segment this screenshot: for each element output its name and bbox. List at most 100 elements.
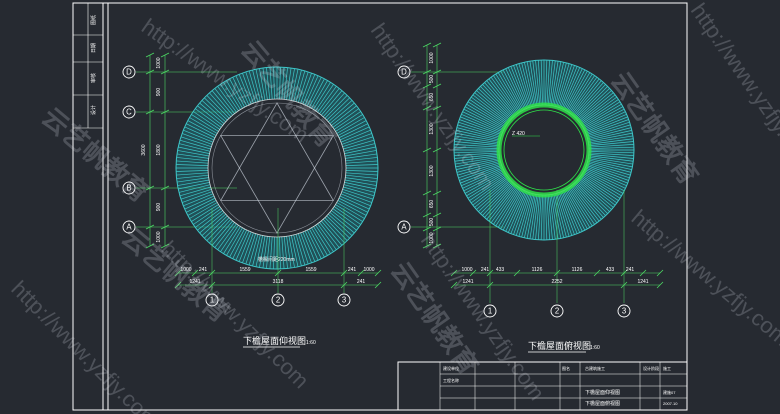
left-dim-row2-value: 241 [357, 279, 366, 285]
right-dim-value: 1000 [429, 232, 435, 243]
right-dim-tick [432, 105, 442, 111]
left-grid-col-3-label: 3 [342, 296, 346, 305]
title-block-date: 2007.10 [663, 401, 678, 406]
right-dim-tick [422, 69, 432, 75]
right-grid-col-2-circle [550, 304, 564, 318]
right-dim-row1-value: 1126 [572, 267, 583, 273]
right-dim-tick [432, 190, 442, 196]
right-dim-tick [656, 281, 664, 289]
right-dim-tick [553, 269, 561, 277]
left-grid-row-B-label: B [126, 184, 131, 193]
right-dim-value: 650 [429, 200, 435, 209]
right-dim-tick [432, 69, 442, 75]
left-view-title: 下檐屋面仰视图 [243, 335, 306, 346]
left-grid-col-1-circle [205, 293, 219, 307]
right-dim-tick [432, 226, 442, 232]
left-dim-tick [160, 243, 170, 249]
right-dim-tick [656, 269, 664, 277]
left-dim-tick [145, 109, 155, 115]
right-grid-col-3-label: 3 [622, 307, 626, 316]
right-dim-tick [620, 281, 628, 289]
left-dim-row1-value: 1559 [305, 267, 316, 273]
left-dim-value: 900 [156, 88, 162, 97]
title-block-cell-label: 设计阶段 [643, 365, 659, 371]
left-dim-tick [340, 281, 348, 289]
left-dim-row1-value: 1559 [239, 267, 250, 273]
left-dim-tick [145, 52, 155, 58]
left-dim-value: 1000 [156, 57, 162, 68]
left-dim-value: 1800 [156, 144, 162, 155]
left-dim-tick [160, 224, 170, 230]
right-dim-tick [432, 42, 442, 48]
right-grid-col-1-circle [483, 304, 497, 318]
right-dim-value: 1300 [429, 123, 435, 134]
left-rafter-triangle [220, 135, 334, 234]
right-dim-tick [513, 269, 521, 277]
title-block-phase: 施工 [663, 365, 671, 371]
title-block-cell-label: 建设单位 [443, 365, 459, 371]
left-grid-col-1-label: 1 [210, 296, 214, 305]
right-dim-row1-value: 241 [481, 267, 490, 273]
right-dim-tick [422, 83, 432, 89]
right-inner-green-ring-inner [503, 109, 585, 191]
left-grid-row-A-label: A [126, 223, 132, 232]
left-dim-tick [145, 224, 155, 230]
left-view-scale: 1:60 [306, 340, 316, 346]
right-dim-tick [486, 269, 494, 277]
left-dim-tick [160, 109, 170, 115]
left-grid-row-D-label: D [126, 68, 132, 77]
right-grid-row-A-circle [397, 220, 411, 234]
left-dim-total: 3600 [141, 144, 147, 155]
right-grid-col-3-circle [617, 304, 631, 318]
right-grid-row-D-circle [397, 65, 411, 79]
watermark-url: http://www.yzfjy.com [6, 276, 163, 414]
right-dim-value: 500 [429, 75, 435, 84]
right-dim-tick [422, 243, 432, 249]
title-block-cell-label: 图名 [562, 365, 570, 371]
right-dim-value: 1300 [429, 165, 435, 176]
left-grid-col-2-label: 2 [276, 296, 280, 305]
title-block-drawing-title: 下檐屋面俯视图 [585, 400, 620, 407]
watermark-url: http://www.yzfjy.com [627, 205, 780, 351]
right-dim-value: 1000 [429, 52, 435, 63]
right-dim-tick [422, 212, 432, 218]
right-grid-row-D-label: D [401, 68, 407, 77]
left-tile-ring-inner-edge [207, 98, 347, 238]
left-dim-row1-value: 1000 [180, 267, 191, 273]
right-view-inner-label: Z 420 [512, 131, 525, 137]
left-grid-col-2-circle [271, 293, 285, 307]
title-block-cell-label: 工程名称 [443, 377, 459, 383]
left-dim-tick [160, 69, 170, 75]
left-dim-row1-value: 1000 [363, 267, 374, 273]
right-dim-row1-value: 433 [496, 267, 505, 273]
left-grid-col-3-circle [337, 293, 351, 307]
left-dim-tick [145, 69, 155, 75]
right-dim-tick [450, 269, 458, 277]
left-dim-row2-value: 1241 [189, 279, 200, 285]
title-block-project-name: 古建筑施工 [585, 365, 605, 371]
right-grid-row-A-label: A [401, 223, 407, 232]
left-view-note: 檐椽间距220mm [258, 256, 295, 263]
right-grid-col-2-label: 2 [555, 307, 559, 316]
right-view-title: 下檐屋面俯视图 [528, 340, 591, 351]
right-dim-tick [432, 83, 442, 89]
title-block-drawing-no: 建施07 [663, 389, 676, 395]
side-strip-label: 图纸 [90, 15, 97, 25]
right-dim-row1-value: 1126 [532, 267, 543, 273]
right-dim-tick [450, 281, 458, 289]
right-dim-row1-value: 1000 [461, 267, 472, 273]
title-block-drawing-title: 下檐屋面仰视图 [585, 389, 620, 396]
left-dim-row2-value: 3118 [273, 279, 284, 285]
right-dim-tick [620, 269, 628, 277]
left-dim-tick [340, 269, 348, 277]
left-dim-row1-value: 241 [199, 267, 208, 273]
side-strip-label: 日期 [91, 43, 97, 53]
left-dim-value: 900 [156, 203, 162, 212]
left-dim-tick [374, 281, 382, 289]
left-dim-value: 1000 [156, 231, 162, 242]
